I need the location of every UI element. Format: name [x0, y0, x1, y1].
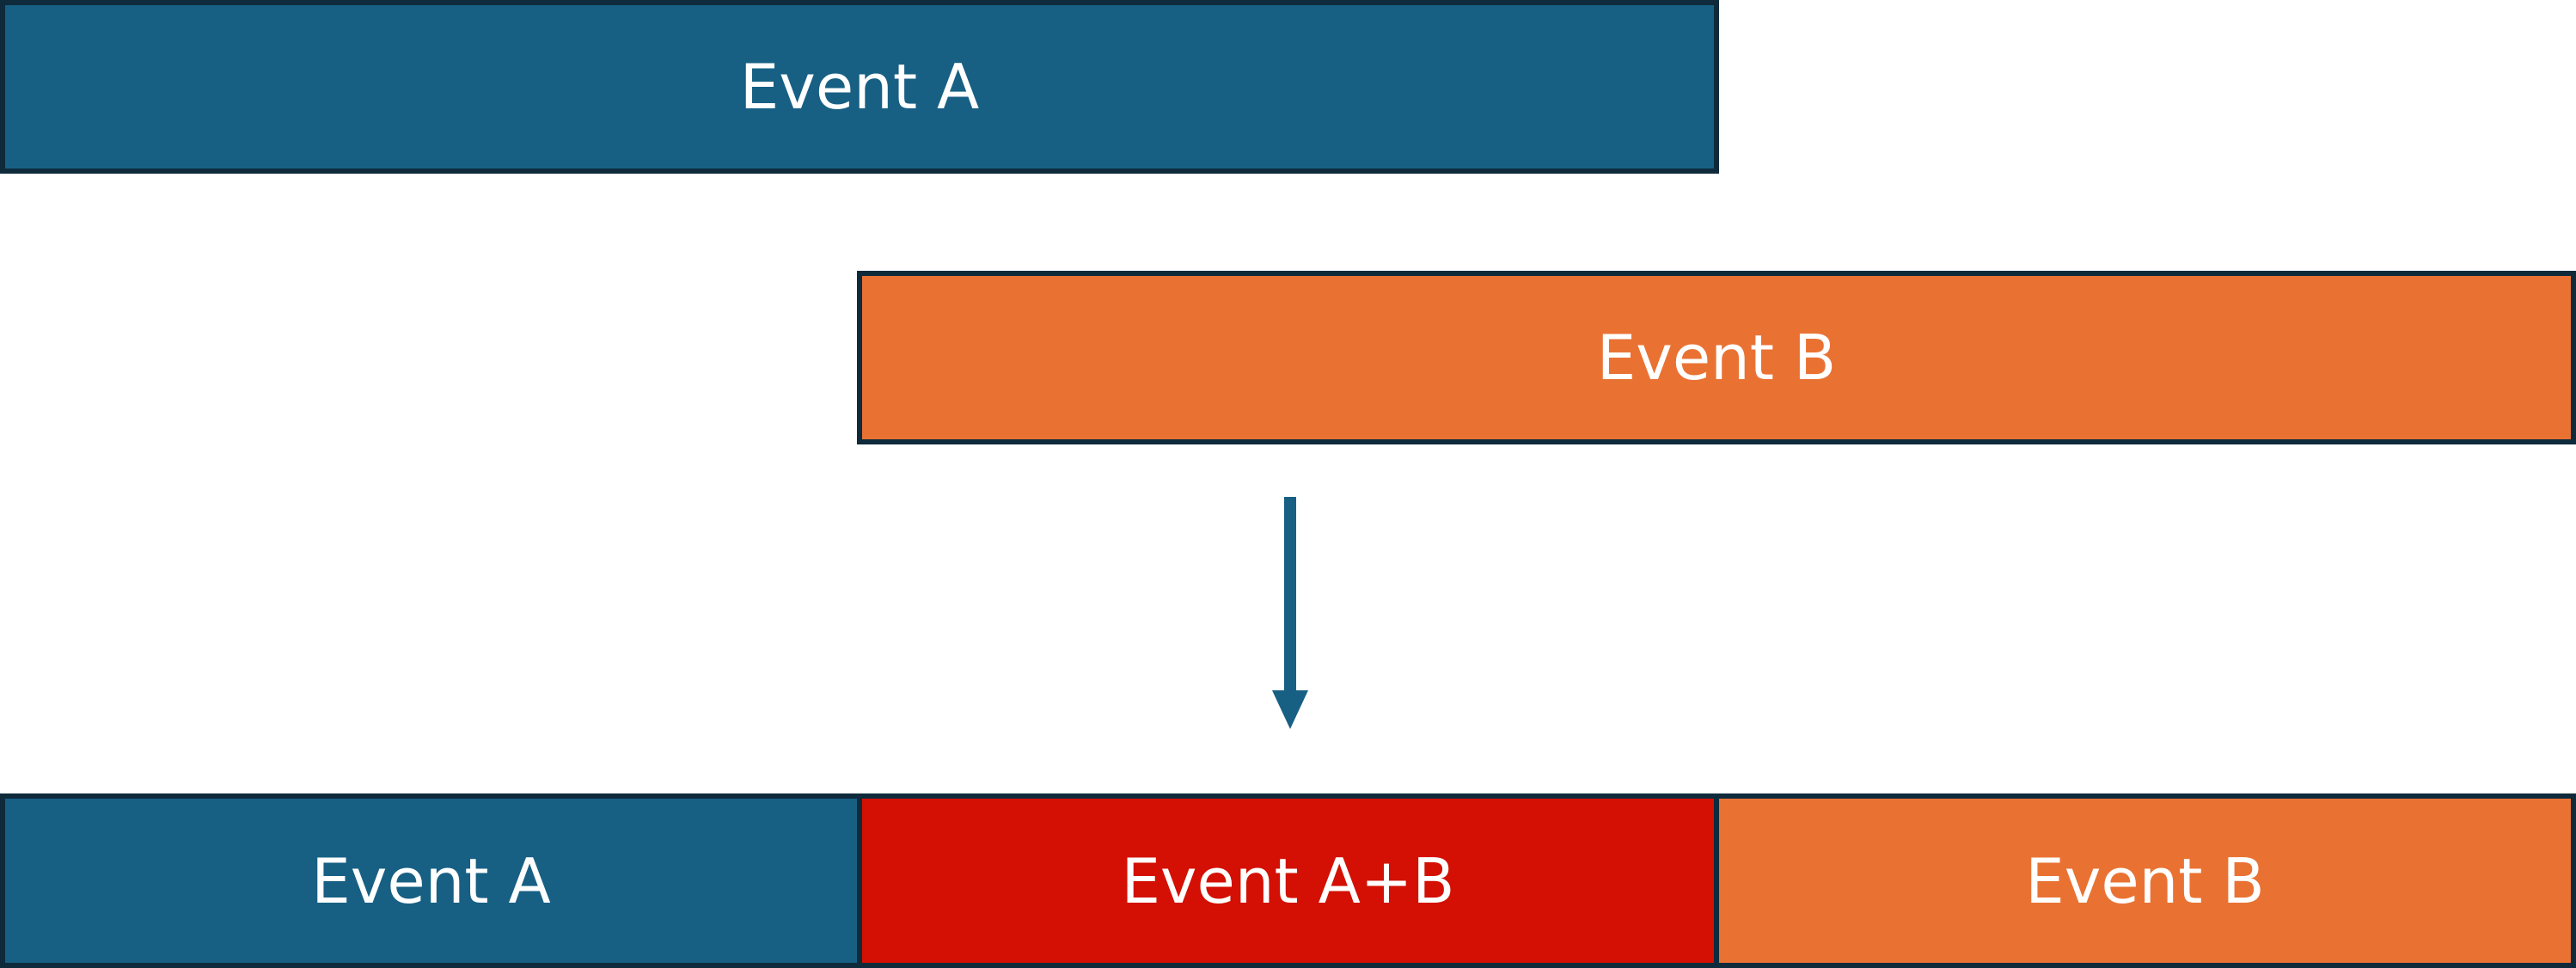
event-a-label: Event A: [739, 51, 980, 123]
combined-segment-overlap: Event A+B: [857, 799, 1714, 963]
arrow-down-icon: [1272, 497, 1308, 729]
event-a-bar: Event A: [0, 0, 1719, 174]
combined-segment-event-b: Event B: [1714, 799, 2571, 963]
combined-events-bar: Event A Event A+B Event B: [0, 793, 2576, 968]
combined-segment-label: Event A+B: [1121, 844, 1455, 917]
event-b-label: Event B: [1596, 322, 1837, 394]
event-b-bar: Event B: [857, 271, 2576, 444]
combined-segment-label: Event B: [2025, 844, 2265, 917]
combined-segment-label: Event A: [311, 844, 551, 917]
combined-segment-event-a: Event A: [5, 799, 857, 963]
